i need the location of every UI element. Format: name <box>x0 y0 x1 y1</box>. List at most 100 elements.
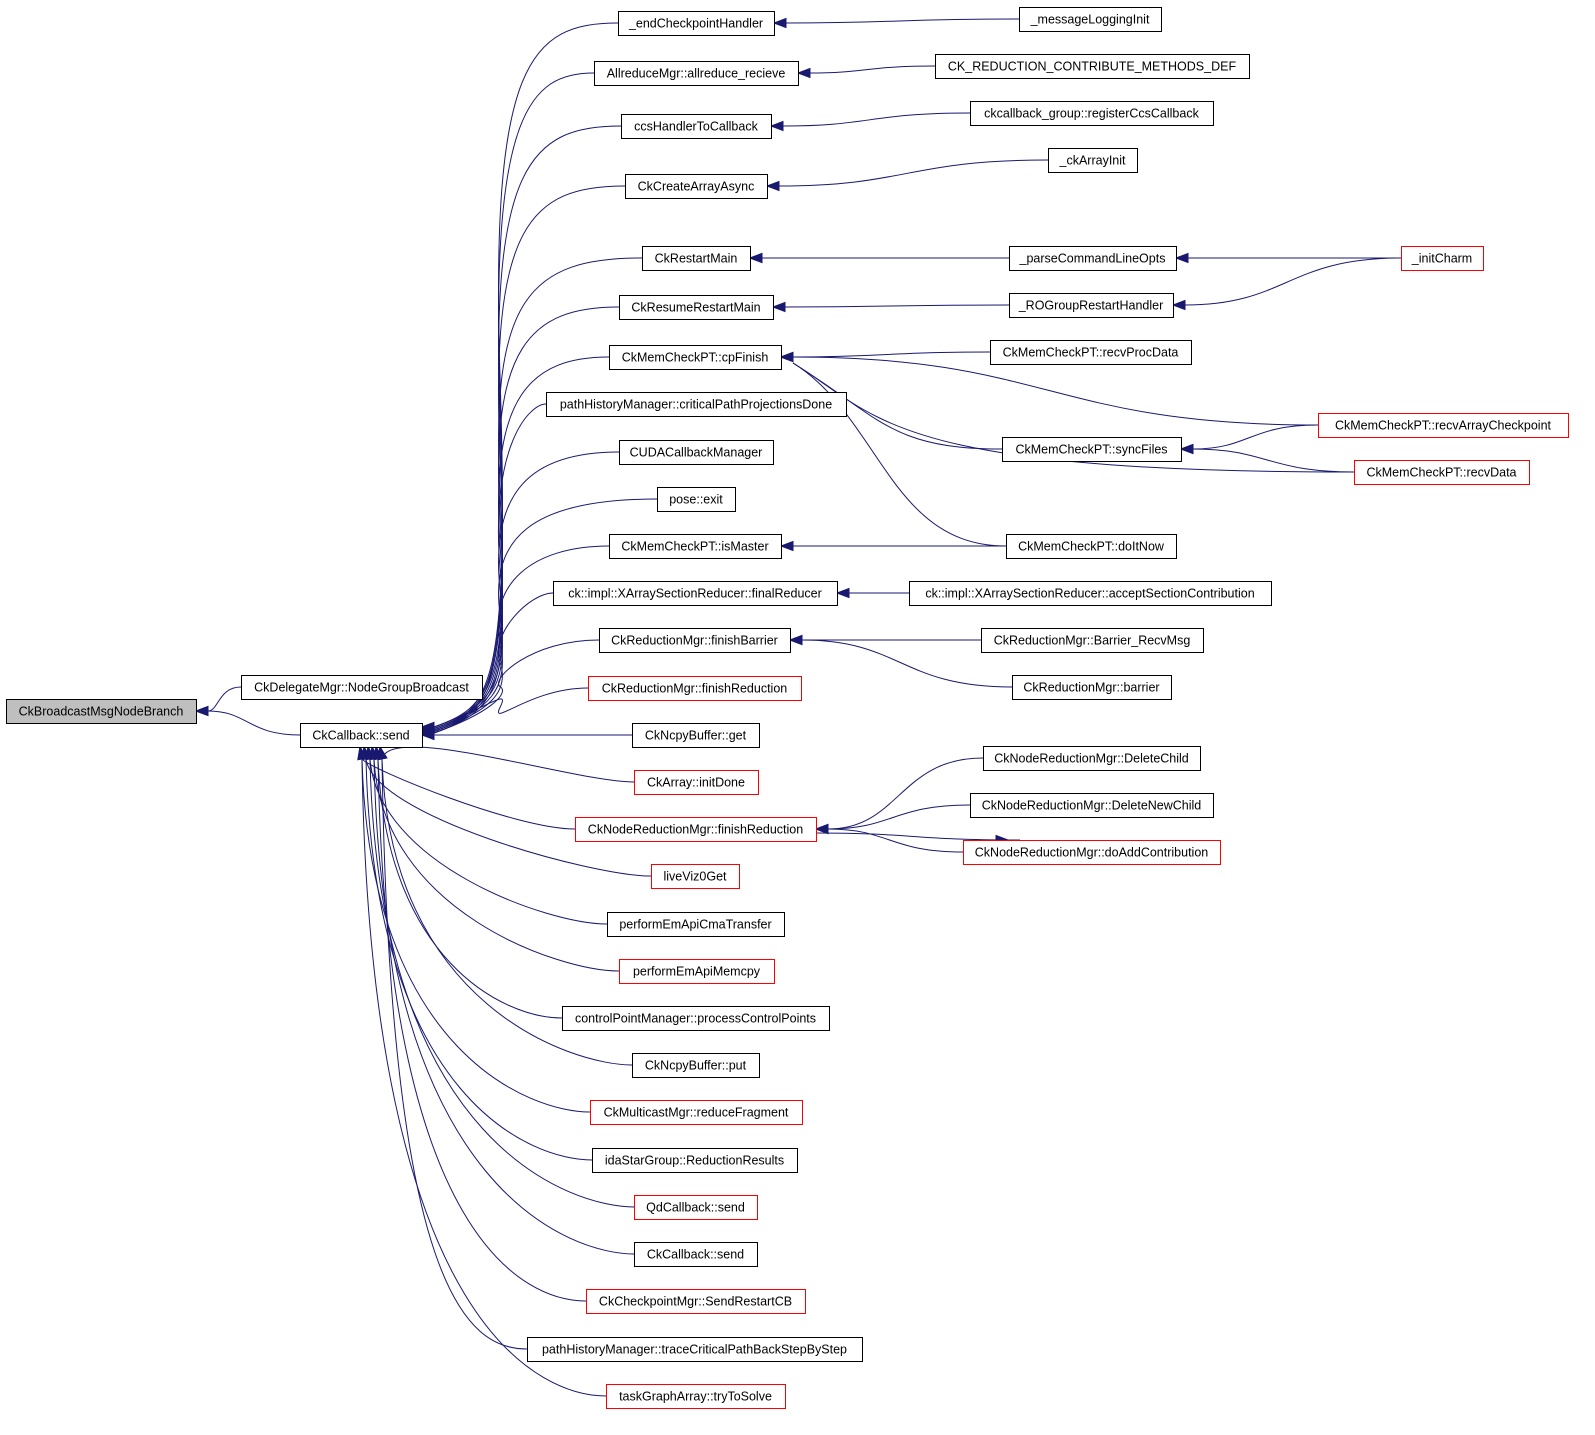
node-label: _parseCommandLineOpts <box>1019 252 1166 266</box>
node-label: CkDelegateMgr::NodeGroupBroadcast <box>254 681 469 695</box>
graph-node[interactable]: CkArray::initDone <box>634 770 759 795</box>
graph-node[interactable]: pathHistoryManager::criticalPathProjecti… <box>546 392 847 417</box>
node-box <box>1009 246 1177 271</box>
graph-node[interactable]: CkMemCheckPT::recvData <box>1354 460 1530 485</box>
node-label: CkNcpyBuffer::get <box>645 729 747 743</box>
node-label: CkMemCheckPT::recvArrayCheckpoint <box>1335 419 1552 433</box>
node-label: CkCheckpointMgr::SendRestartCB <box>599 1295 792 1309</box>
node-label: CkMemCheckPT::cpFinish <box>622 351 769 365</box>
graph-node[interactable]: CkMemCheckPT::recvProcData <box>990 340 1192 365</box>
graph-node[interactable]: CkMemCheckPT::recvArrayCheckpoint <box>1318 413 1569 438</box>
graph-node[interactable]: CkReductionMgr::barrier <box>1012 675 1172 700</box>
graph-node[interactable]: _messageLoggingInit <box>1019 7 1162 32</box>
graph-node[interactable]: idaStarGroup::ReductionResults <box>592 1148 798 1173</box>
node-label: liveViz0Get <box>664 870 728 884</box>
node-label: idaStarGroup::ReductionResults <box>605 1154 784 1168</box>
graph-node[interactable]: ckcallback_group::registerCcsCallback <box>970 101 1214 126</box>
graph-node[interactable]: CkCheckpointMgr::SendRestartCB <box>586 1289 806 1314</box>
graph-node[interactable]: CkNodeReductionMgr::DeleteNewChild <box>970 793 1214 818</box>
node-box <box>1009 293 1174 318</box>
arrowhead-icon <box>772 17 787 29</box>
call-edge <box>433 403 547 734</box>
node-box <box>527 1337 863 1362</box>
graph-node[interactable]: CkRestartMain <box>642 246 751 271</box>
call-edge <box>369 758 635 1208</box>
call-edge <box>433 545 610 731</box>
node-box <box>1012 675 1172 700</box>
call-edge <box>792 356 1319 426</box>
graph-node[interactable]: CUDACallbackManager <box>619 440 774 465</box>
node-label: CkCallback::send <box>312 729 409 743</box>
call-edge <box>433 639 600 734</box>
graph-node[interactable]: _ckArrayInit <box>1048 148 1138 173</box>
node-box <box>634 1242 758 1267</box>
graph-node[interactable]: CkMemCheckPT::isMaster <box>609 534 782 559</box>
arrowhead-icon <box>194 705 209 717</box>
graph-node[interactable]: CkNodeReductionMgr::finishReduction <box>575 817 817 842</box>
graph-node[interactable]: controlPointManager::processControlPoint… <box>562 1006 830 1031</box>
graph-node[interactable]: QdCallback::send <box>634 1195 758 1220</box>
call-edge <box>1184 257 1402 306</box>
graph-node[interactable]: _endCheckpointHandler <box>618 11 775 36</box>
graph-node[interactable]: CkCallback::send <box>300 723 423 748</box>
node-label: _endCheckpointHandler <box>628 17 763 31</box>
call-edge <box>778 159 1049 187</box>
graph-node[interactable]: CkMulticastMgr::reduceFragment <box>590 1100 803 1125</box>
graph-node[interactable]: performEmApiCmaTransfer <box>607 912 785 937</box>
node-label: CK_REDUCTION_CONTRIBUTE_METHODS_DEF <box>948 60 1237 74</box>
call-edge <box>207 686 242 712</box>
node-box <box>634 770 759 795</box>
root-node: CkBroadcastMsgNodeBranch <box>6 699 197 724</box>
node-box <box>553 581 838 606</box>
graph-node[interactable]: CkResumeRestartMain <box>619 295 774 320</box>
node-box <box>609 345 782 370</box>
graph-node[interactable]: taskGraphArray::tryToSolve <box>606 1384 786 1409</box>
graph-node[interactable]: ck::impl::XArraySectionReducer::acceptSe… <box>909 581 1272 606</box>
graph-node[interactable]: CkDelegateMgr::NodeGroupBroadcast <box>241 675 483 700</box>
node-label: CkCreateArrayAsync <box>638 180 755 194</box>
node-box <box>983 746 1201 771</box>
node-label: CkNodeReductionMgr::DeleteNewChild <box>982 799 1202 813</box>
graph-node[interactable]: performEmApiMemcpy <box>619 959 775 984</box>
node-box <box>1006 534 1177 559</box>
node-box <box>621 114 772 139</box>
node-label: performEmApiCmaTransfer <box>619 918 771 932</box>
call-edge <box>377 758 587 1302</box>
arrowhead-icon <box>420 721 435 733</box>
graph-node[interactable]: liveViz0Get <box>651 864 740 889</box>
node-box <box>657 487 736 512</box>
graph-node[interactable]: CK_REDUCTION_CONTRIBUTE_METHODS_DEF <box>935 54 1250 79</box>
graph-node[interactable]: ccsHandlerToCallback <box>621 114 772 139</box>
graph-node[interactable]: pose::exit <box>657 487 736 512</box>
arrowhead-icon <box>835 587 850 599</box>
node-box <box>1002 437 1182 462</box>
graph-node[interactable]: ck::impl::XArraySectionReducer::finalRed… <box>553 581 838 606</box>
graph-node[interactable]: CkNodeReductionMgr::doAddContribution <box>963 840 1221 865</box>
graph-node[interactable]: CkMemCheckPT::syncFiles <box>1002 437 1182 462</box>
graph-node[interactable]: CkReductionMgr::Barrier_RecvMsg <box>981 628 1204 653</box>
graph-node[interactable]: CkNcpyBuffer::put <box>632 1053 760 1078</box>
graph-node[interactable]: CkCallback::send <box>634 1242 758 1267</box>
graph-node[interactable]: CkNcpyBuffer::get <box>632 723 760 748</box>
graph-node[interactable]: AllreduceMgr::allreduce_recieve <box>594 61 799 86</box>
graph-node[interactable]: CkReductionMgr::finishReduction <box>588 676 802 701</box>
graph-node[interactable]: CkReductionMgr::finishBarrier <box>599 628 791 653</box>
call-edge <box>381 758 528 1350</box>
node-box <box>592 1148 798 1173</box>
graph-node[interactable]: CkCreateArrayAsync <box>625 174 768 199</box>
graph-node[interactable]: _parseCommandLineOpts <box>1009 246 1177 271</box>
graph-node[interactable]: CkMemCheckPT::doItNow <box>1006 534 1177 559</box>
graph-node[interactable]: _initCharm <box>1401 246 1484 271</box>
node-label: pathHistoryManager::criticalPathProjecti… <box>560 398 832 412</box>
arrowhead-icon <box>377 745 388 761</box>
graph-node[interactable]: CkNodeReductionMgr::DeleteChild <box>983 746 1201 771</box>
node-box <box>634 1195 758 1220</box>
node-label: CUDACallbackManager <box>630 446 763 460</box>
graph-node[interactable]: pathHistoryManager::traceCriticalPathBac… <box>527 1337 863 1362</box>
call-edge <box>1192 448 1355 473</box>
node-label: AllreduceMgr::allreduce_recieve <box>607 67 786 81</box>
graph-node[interactable]: _ROGroupRestartHandler <box>1009 293 1174 318</box>
node-box <box>609 534 782 559</box>
call-edge <box>785 18 1020 24</box>
graph-node[interactable]: CkMemCheckPT::cpFinish <box>609 345 782 370</box>
